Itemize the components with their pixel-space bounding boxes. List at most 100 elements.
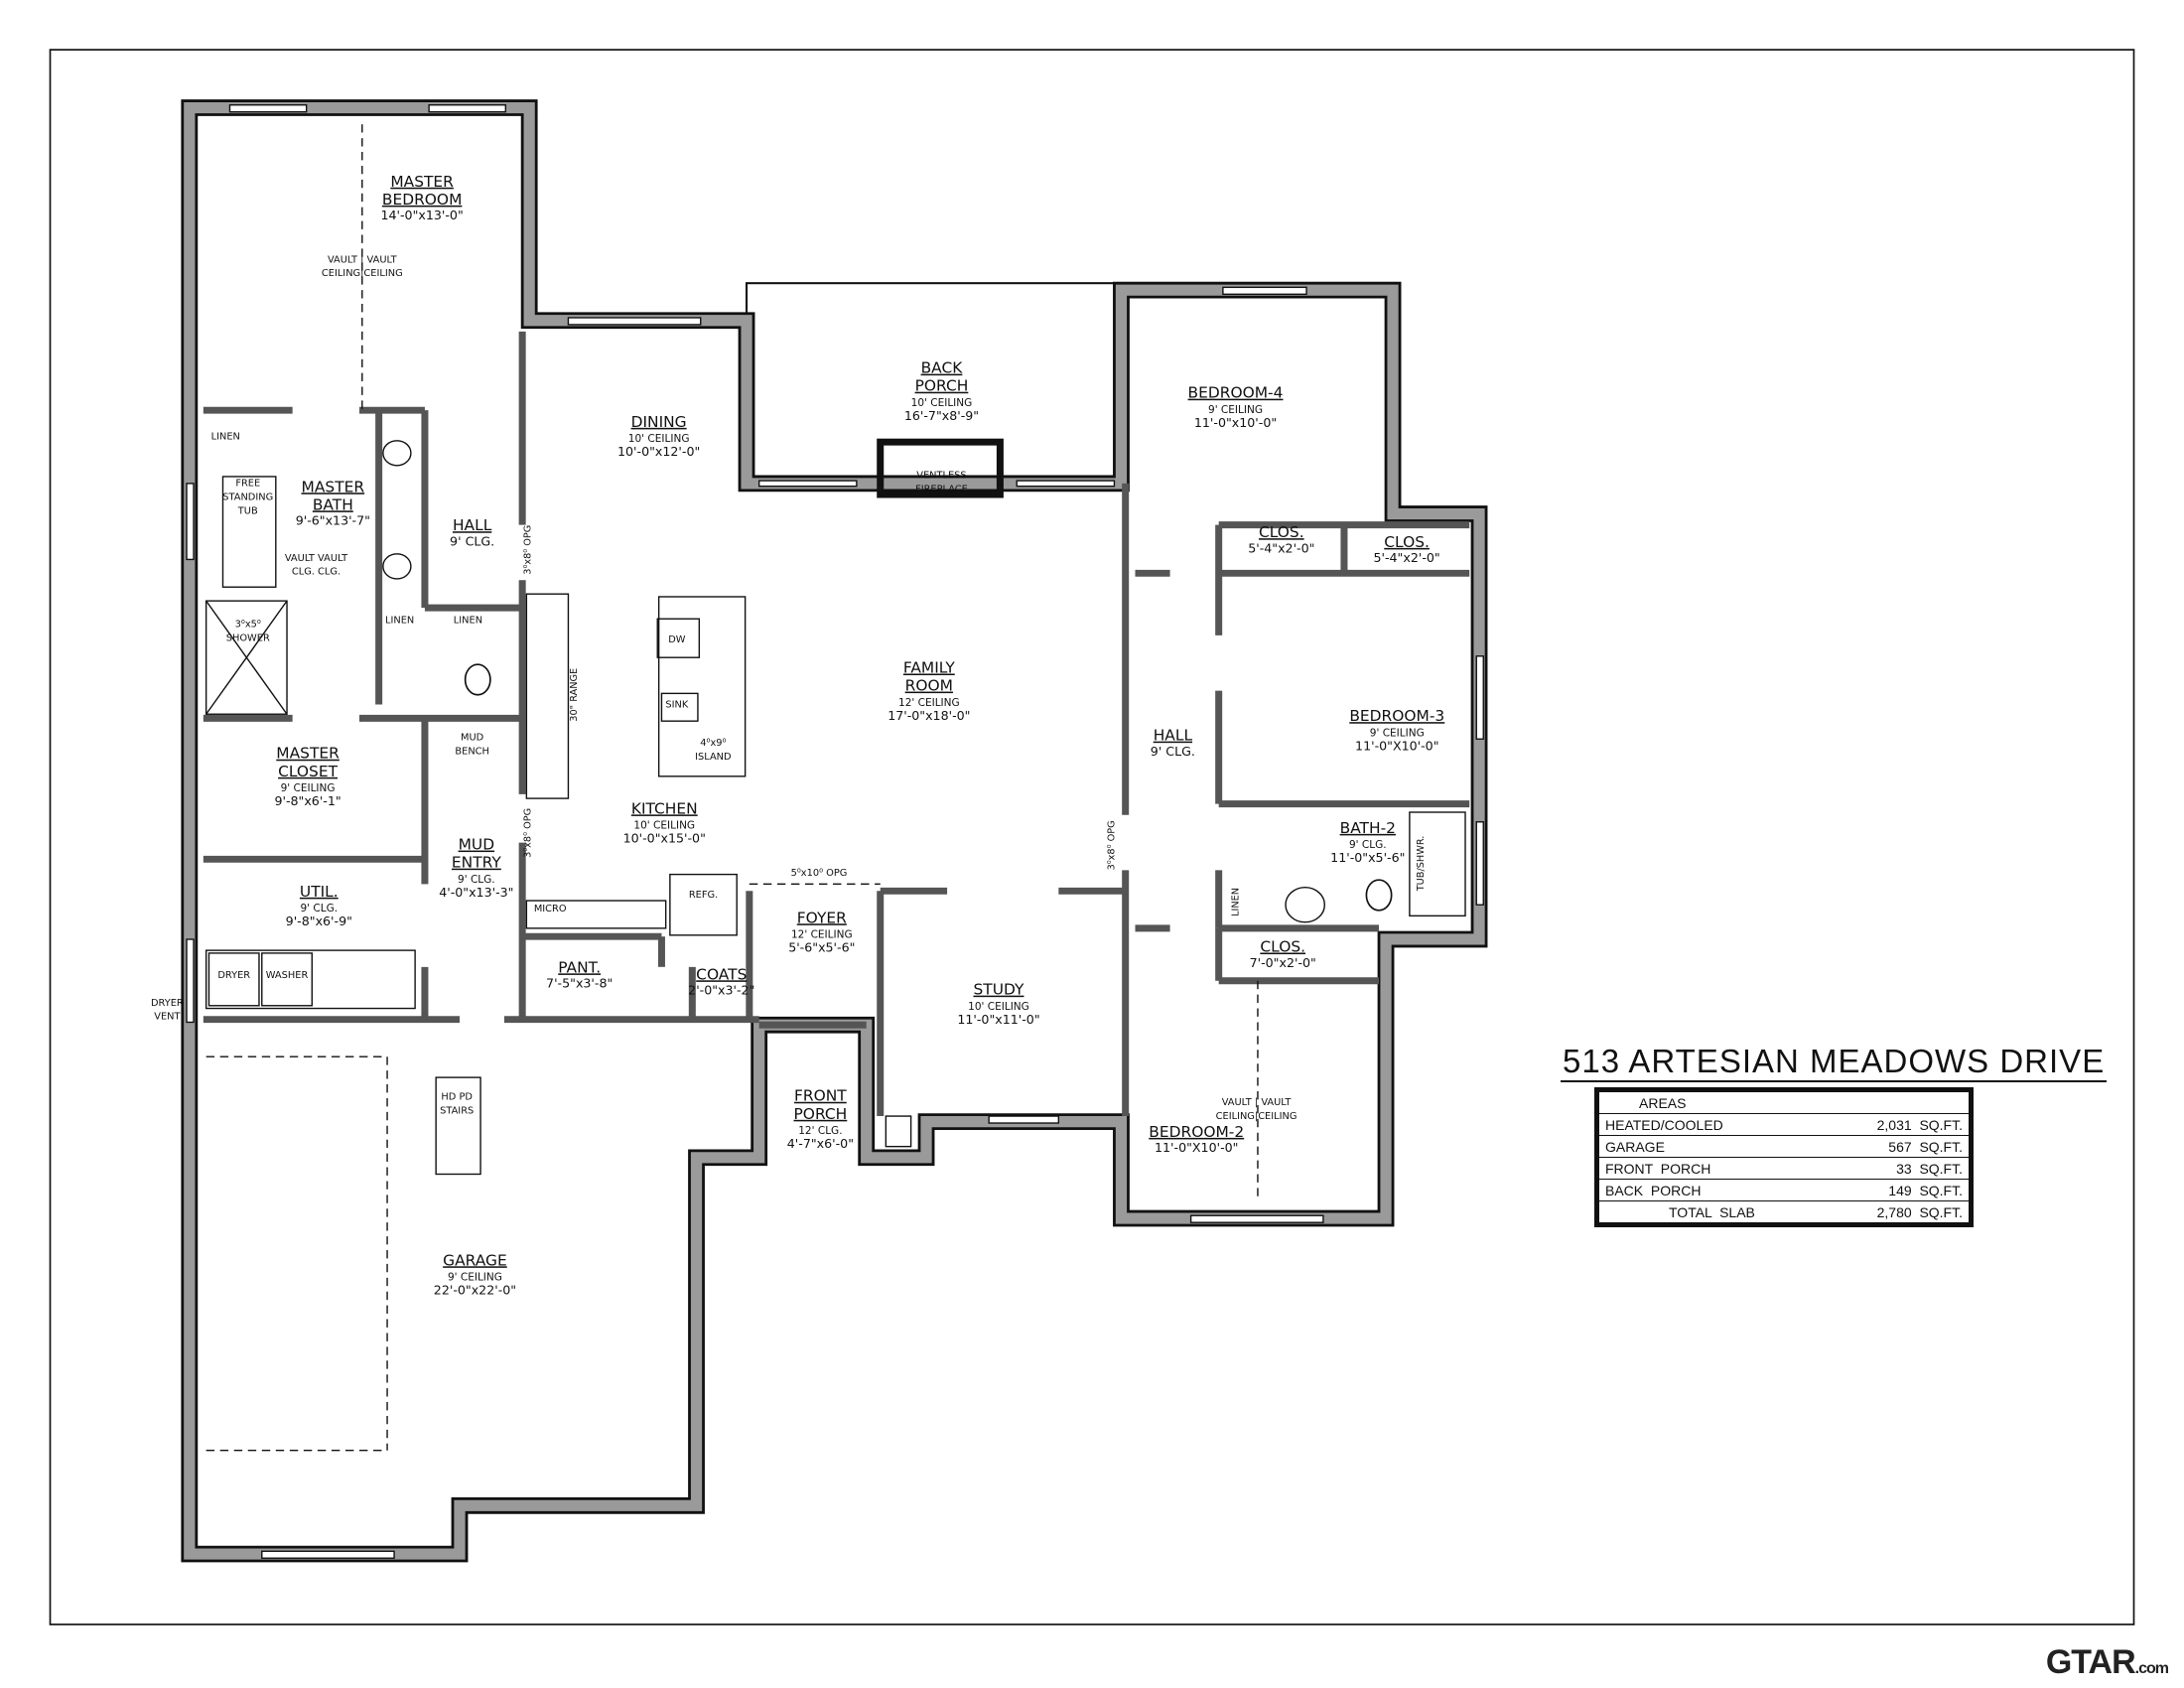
label-line: PORCH: [794, 1105, 848, 1123]
label-line: MICRO: [534, 904, 567, 914]
label-line: 10' CEILING: [628, 433, 690, 445]
label-line: SINK: [665, 699, 688, 710]
fireplace-icon: [877, 438, 1004, 498]
label-line: 4'-0"x13'-3": [439, 885, 513, 900]
room-name: FRONT: [794, 1087, 847, 1105]
refrigerator-note: REFG.: [689, 890, 718, 901]
label-line: VAULT | VAULT: [1222, 1097, 1292, 1108]
window: [757, 480, 858, 488]
island-outline: [657, 596, 747, 777]
label-line: 14'-0"x13'-0": [380, 208, 463, 222]
walls: [181, 99, 1488, 1563]
label-line: 2'-0"x3'-2": [688, 983, 754, 998]
tub-shower-box: [1409, 811, 1466, 917]
label-line: 11'-0"X10'-0": [1355, 738, 1438, 753]
area-value: 2,031 SQ.FT.: [1829, 1113, 1972, 1136]
area-label: BACK PORCH: [1596, 1179, 1830, 1201]
label-line: 3⁰x8⁰ OPG: [523, 808, 534, 858]
label-line: REFG.: [689, 890, 718, 901]
room-name: COATS: [696, 965, 747, 983]
dryer-box: [207, 952, 260, 1007]
area-unit: SQ.FT.: [1919, 1116, 1963, 1133]
total-value: 2,780 SQ.FT.: [1829, 1200, 1972, 1225]
room-name: HALL: [1154, 727, 1193, 745]
room-name: CLOS.: [1384, 533, 1430, 551]
column: [885, 1115, 912, 1148]
dishwasher: [656, 618, 701, 658]
label-line: CLOSET: [278, 763, 339, 780]
label-line: BATH: [313, 495, 353, 513]
label-line: 9' CLG.: [1151, 744, 1195, 759]
room-name: HALL: [453, 516, 492, 534]
label-line: 3⁰x8⁰ OPG: [523, 525, 534, 575]
label-line: VENTLESS: [916, 470, 966, 481]
label-line: CEILING|CEILING: [322, 268, 403, 279]
area-unit: SQ.FT.: [1919, 1182, 1963, 1198]
toilet-icon: [1365, 879, 1393, 912]
label-line: MUD: [461, 733, 483, 744]
utility-label: UTIL.9' CLG.9'-8"x6'-9": [286, 883, 352, 928]
room-name: CLOS.: [1260, 938, 1305, 956]
micro-counter: [525, 900, 667, 929]
room-name: MASTER: [390, 173, 454, 191]
label-line: ENTRY: [452, 854, 501, 872]
label-line: 9' CLG.: [458, 874, 495, 886]
label-line: 9' CEILING: [448, 1272, 502, 1284]
linen-3-note: LINEN: [454, 615, 482, 626]
label-line: 3⁰x5⁰: [235, 620, 261, 631]
label-line: 9' CLG.: [1349, 839, 1387, 851]
sink-basin-icon: [1285, 886, 1326, 923]
label-line: 9' CEILING: [1208, 404, 1263, 416]
window: [428, 104, 507, 113]
logo-text: GTAR: [2045, 1643, 2136, 1681]
label-line: 12' CEILING: [791, 929, 853, 941]
opening-3-note: 3⁰x8⁰ OPG: [1106, 820, 1117, 870]
laundry-counter: [205, 949, 416, 1010]
label-line: FREE: [235, 479, 260, 490]
label-line: LINEN: [385, 615, 414, 626]
opening-1-note: 3⁰x8⁰ OPG: [523, 525, 534, 575]
total-number: 2,780: [1876, 1203, 1912, 1220]
gtar-logo: GTAR.com: [2045, 1643, 2169, 1682]
sink-basin-icon: [382, 553, 412, 580]
label-line: 9' CEILING: [281, 782, 336, 794]
tub-outline: [221, 476, 277, 588]
window: [228, 104, 308, 113]
room-name: MASTER: [276, 745, 340, 763]
room-name: BACK: [921, 359, 964, 377]
washer-note: WASHER: [266, 970, 309, 981]
label-line: WASHER: [266, 970, 309, 981]
label-line: 12' CLG.: [798, 1125, 842, 1137]
label-line: 5'-4"x2'-0": [1248, 541, 1314, 556]
exterior-wall: [181, 99, 1488, 1563]
sink-outline: [660, 692, 699, 722]
label-line: 3⁰x8⁰ OPG: [1106, 820, 1117, 870]
label-line: 9'-6"x13'-7": [296, 513, 370, 528]
total-label: TOTAL SLAB: [1596, 1200, 1830, 1225]
shower-box: [205, 600, 288, 715]
label-line: 5'-4"x2'-0": [1373, 550, 1439, 565]
total-unit: SQ.FT.: [1919, 1203, 1963, 1220]
areas-header: AREAS: [1639, 1094, 1687, 1111]
linen-1-note: LINEN: [211, 431, 240, 442]
label-line: VAULT VAULT: [285, 553, 347, 564]
